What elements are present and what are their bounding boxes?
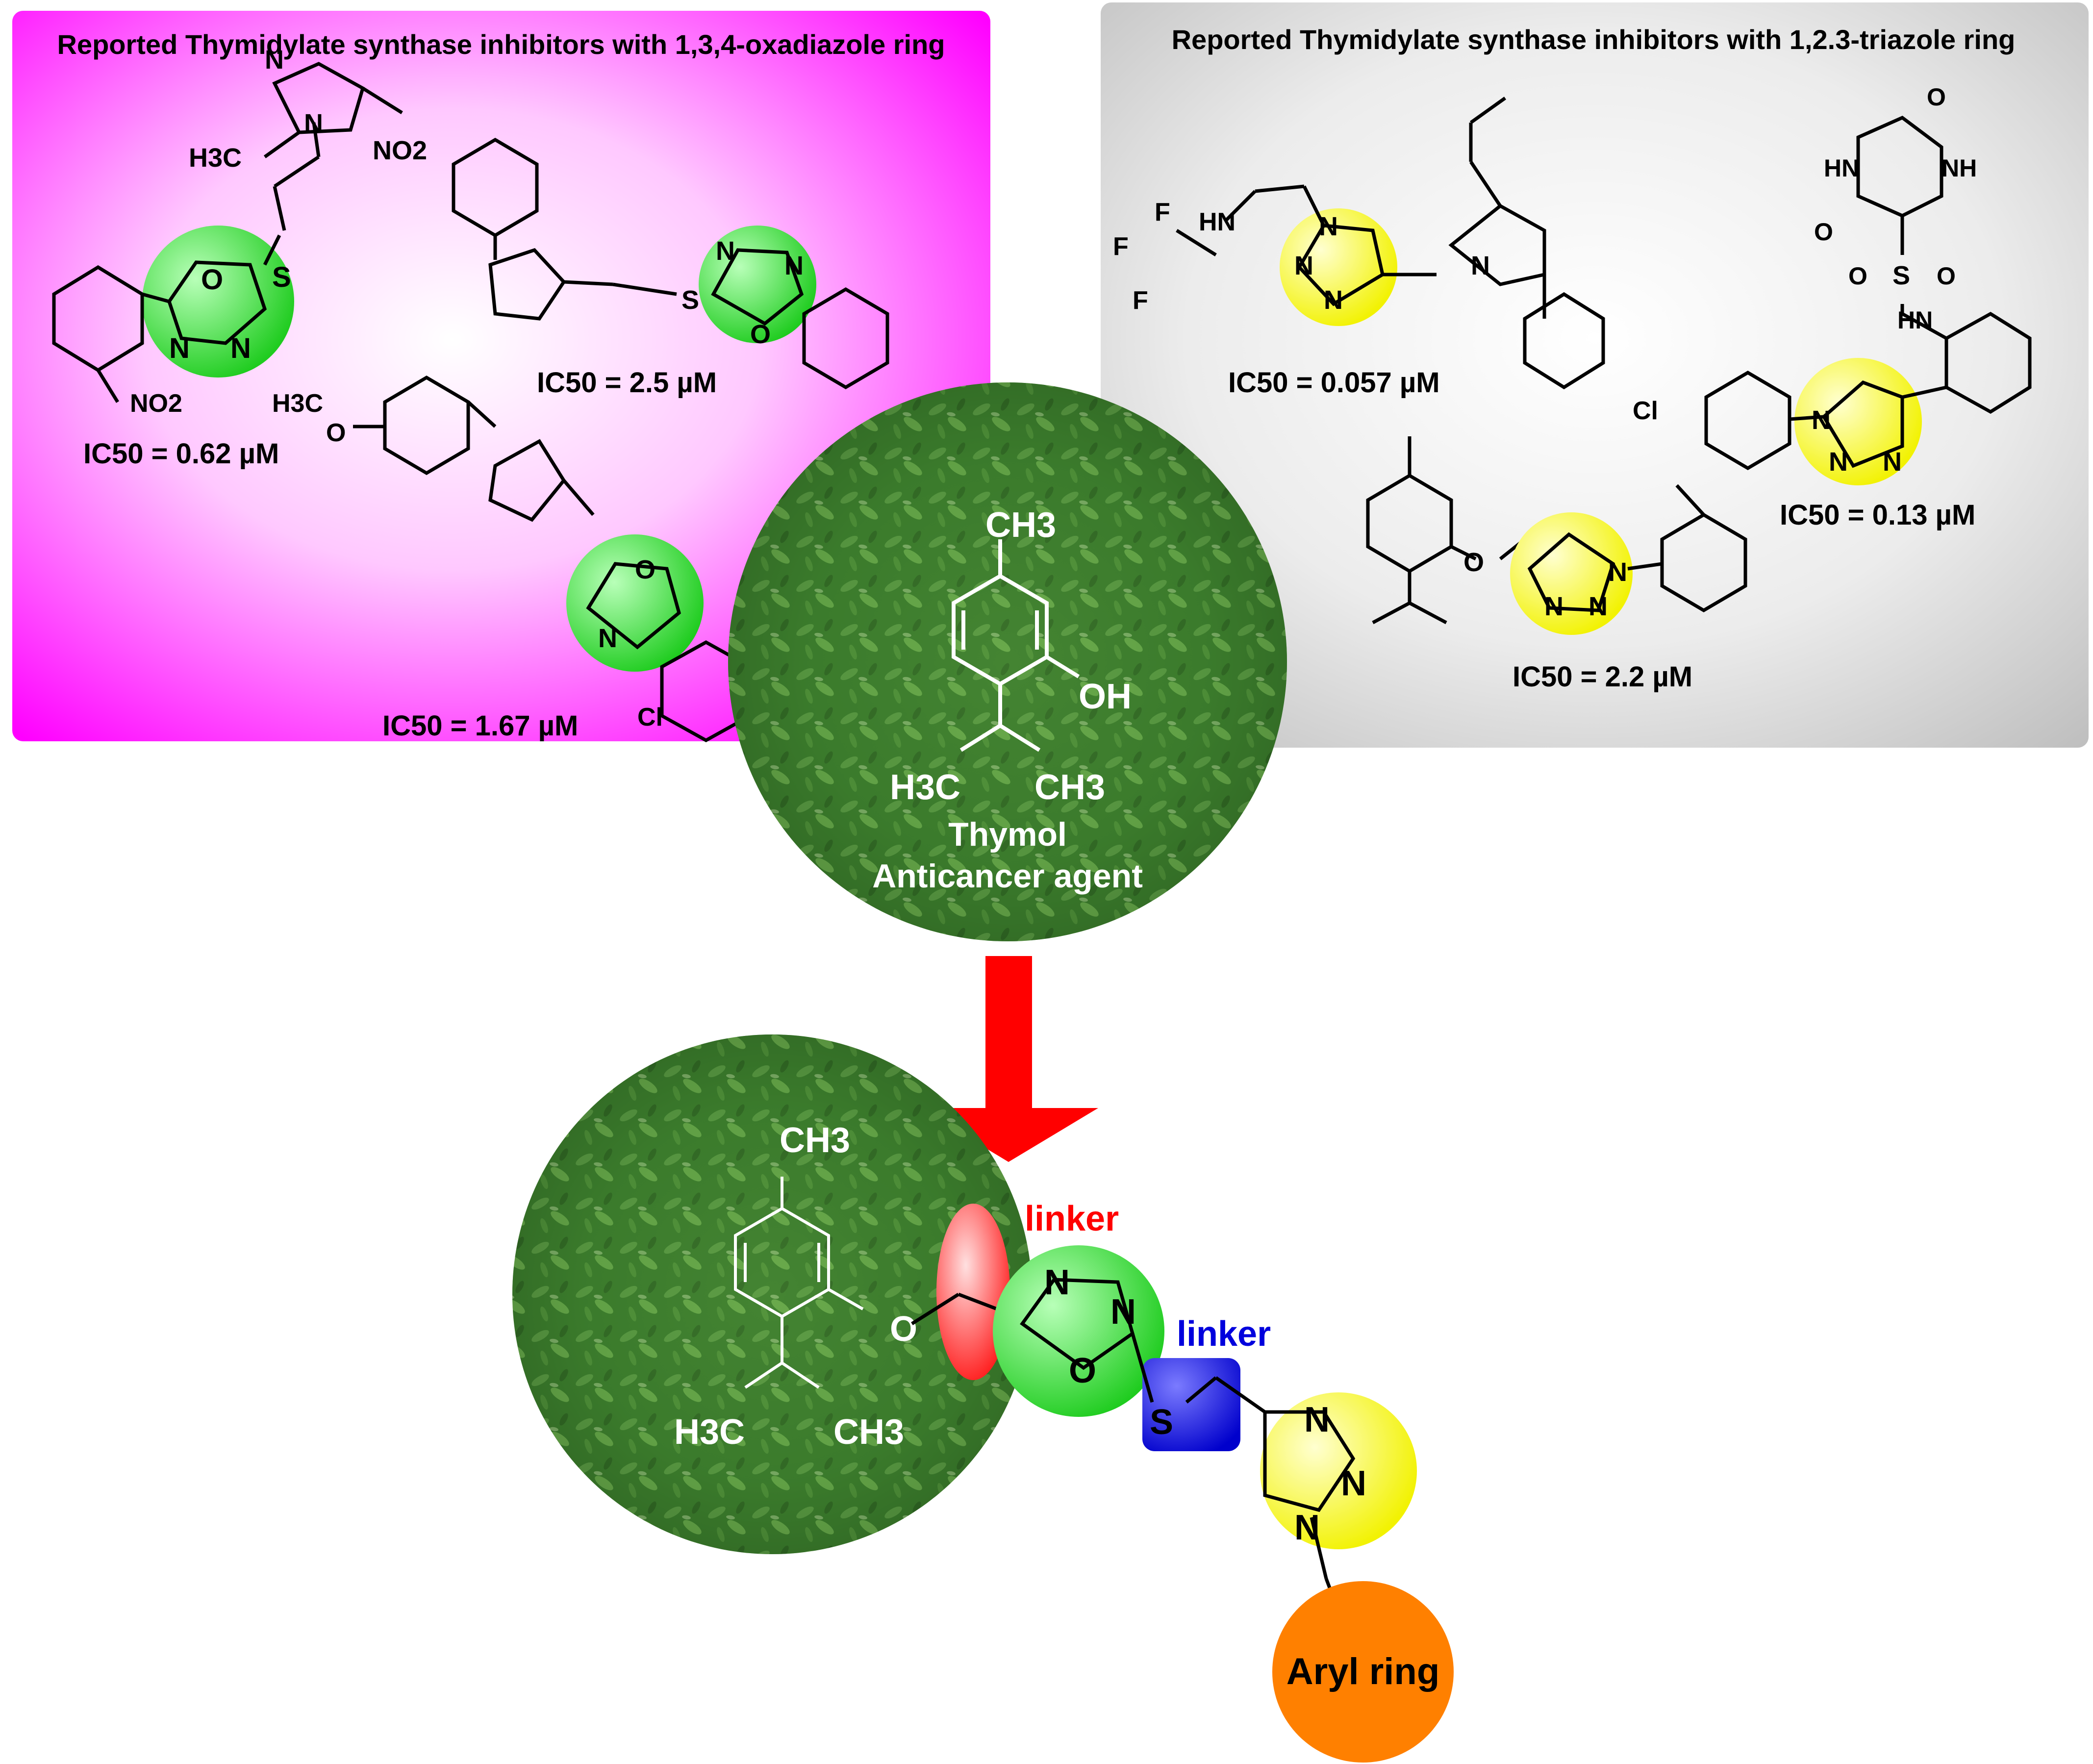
thymol-CH3-2: CH3 (1034, 768, 1105, 807)
design-O: O (890, 1310, 917, 1349)
oxa2-O: O (750, 320, 771, 349)
molecule-triazole-2 (1704, 115, 2032, 485)
linker-ellipse-red (936, 1204, 1010, 1380)
design-triazole (1260, 1392, 1417, 1549)
design-oxa-N2: N (1110, 1292, 1136, 1332)
triC-N1: N (1608, 557, 1627, 587)
thymol-OH: OH (1079, 677, 1132, 716)
oxadiazole-panel: Reported Thymidylate synthase inhibitors… (12, 11, 990, 743)
design-tri-N3: N (1294, 1508, 1320, 1547)
linker-label-red: linker (1025, 1199, 1119, 1238)
triA-HN: HN (1199, 208, 1236, 236)
oxa3-O-ether: O (326, 419, 346, 447)
ic50-2.2: IC50 = 2.2 µM (1513, 661, 1692, 693)
ic50-1.67: IC50 = 1.67 µM (382, 710, 578, 742)
oxa3-N: N (598, 624, 617, 653)
triA-N2: N (1294, 251, 1313, 280)
oxa2-N2: N (784, 251, 804, 280)
triazole-panel-bg (1101, 2, 2089, 748)
molecule-oxadiazole-1 (52, 62, 403, 403)
triC-N2: N (1544, 592, 1563, 621)
design-tri-N1: N (1304, 1400, 1330, 1439)
imid-N2: N (265, 45, 284, 75)
triA-F3: F (1133, 286, 1148, 315)
oxa3-O: O (635, 555, 656, 584)
red-down-arrow (919, 956, 1098, 1162)
imid-N1: N (304, 109, 323, 138)
thymol-circle: CH3 OH H3C CH3 Thymol Anticancer agent (728, 382, 1287, 941)
triB-HN2: HN (1897, 306, 1933, 334)
molecule-oxadiazole-2 (452, 137, 889, 390)
oxa1-N1: N (169, 332, 190, 364)
ic50-0.62: IC50 = 0.62 µM (83, 438, 279, 470)
design-oxa-N1: N (1044, 1263, 1070, 1302)
triB-NH: NH (1942, 154, 1977, 182)
aryl-ring-circle (1272, 1581, 1454, 1763)
oxadiazole-panel-bg (12, 11, 990, 741)
design-tri-N2: N (1341, 1464, 1366, 1503)
oxa3-H3C: H3C (272, 389, 323, 418)
imid-H3C: H3C (189, 143, 242, 173)
triazole-highlight-2 (1794, 358, 1922, 485)
design-oxa-O: O (1069, 1351, 1096, 1390)
imid-NO2: NO2 (373, 136, 427, 165)
oxa3-Cl: Cl (637, 703, 663, 731)
triB-HN: HN (1824, 154, 1859, 182)
triazole-highlight-1 (1280, 208, 1397, 326)
oxa1-NO2: NO2 (130, 389, 182, 418)
triA-F1: F (1113, 232, 1129, 261)
oxa2-S: S (681, 285, 699, 315)
design-S: S (1150, 1403, 1173, 1442)
triA-N-pyr: N (1471, 251, 1490, 280)
molecule-triazole-3 (1366, 436, 1747, 635)
oxadiazole-panel-title: Reported Thymidylate synthase inhibitors… (57, 29, 945, 60)
oxadiazole-highlight-3 (566, 534, 704, 672)
triA-N3: N (1324, 285, 1343, 315)
thymol-name: Thymol (948, 816, 1067, 853)
thymol-CH3: CH3 (985, 505, 1056, 545)
triA-F2: F (1155, 198, 1170, 227)
linker-box-blue (1142, 1358, 1240, 1451)
design-scaffold: CH3 O H3C CH3 linker N N O linker S (512, 1034, 1454, 1763)
aryl-ring-label: Aryl ring (1286, 1651, 1440, 1692)
ic50-2.5: IC50 = 2.5 µM (537, 367, 717, 399)
design-thymol-structure (734, 1177, 864, 1389)
thymol-H3C: H3C (890, 768, 960, 807)
ic50-0.13: IC50 = 0.13 µM (1780, 499, 1975, 531)
oxa1-O: O (201, 264, 223, 296)
molecule-triazole-1 (1176, 97, 1605, 390)
triazole-panel-title: Reported Thymidylate synthase inhibitors… (1172, 24, 2016, 55)
triC-O: O (1463, 548, 1484, 577)
design-CH3: CH3 (780, 1121, 850, 1160)
thymol-subtitle: Anticancer agent (872, 857, 1143, 895)
ic50-0.057: IC50 = 0.057 µM (1228, 367, 1440, 399)
triB-O4: O (1937, 262, 1956, 290)
triB-N1: N (1812, 405, 1831, 435)
oxa2-N1: N (716, 236, 735, 266)
triC-N3: N (1589, 592, 1608, 621)
triB-N2: N (1829, 447, 1848, 477)
oxa1-S: S (272, 261, 291, 293)
oxa1-N2: N (230, 332, 251, 364)
design-oxadiazole (993, 1245, 1164, 1417)
triB-Cl: Cl (1633, 397, 1658, 425)
triB-N3: N (1883, 447, 1902, 477)
triazole-panel: Reported Thymidylate synthase inhibitors… (1101, 2, 2089, 748)
design-arrow (919, 956, 1098, 1162)
triB-S: S (1892, 261, 1910, 290)
triB-O3: O (1848, 262, 1867, 290)
thymol-structure (952, 539, 1080, 752)
triB-O1: O (1927, 83, 1946, 111)
design-CH3-2: CH3 (833, 1412, 904, 1452)
linker-label-blue: linker (1177, 1314, 1271, 1354)
design-H3C: H3C (674, 1412, 745, 1452)
triA-N1: N (1319, 212, 1338, 241)
triB-O2: O (1814, 218, 1833, 246)
